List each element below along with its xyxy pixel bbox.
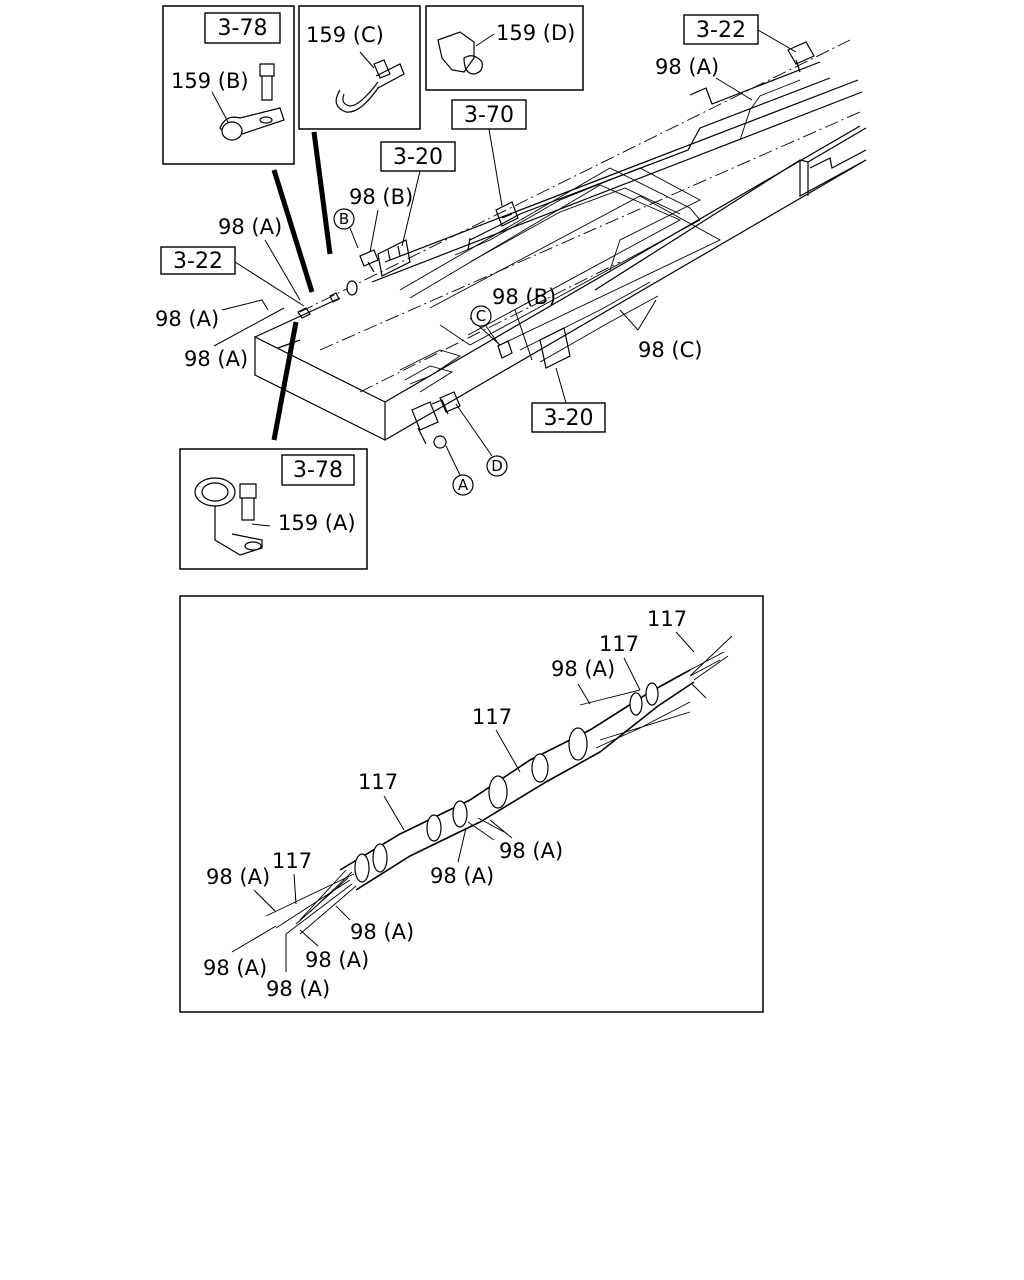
frame-hardware: [297, 41, 815, 449]
part-label: 98 (A): [206, 865, 270, 889]
part-label: 117: [647, 607, 687, 631]
part-label: 98 (B): [492, 285, 556, 309]
ref-box-3-78-b[interactable]: [204, 12, 281, 44]
marker-a[interactable]: [452, 474, 474, 496]
ref-label: 3-20: [393, 145, 443, 170]
part-label: 159 (D): [496, 21, 575, 45]
part-label: 98 (A): [499, 839, 563, 863]
part-label: 98 (A): [218, 215, 282, 239]
ref-label: 3-78: [218, 16, 268, 41]
part-label: 159 (A): [278, 511, 356, 535]
marker-b[interactable]: [333, 208, 355, 230]
ref-box-3-70[interactable]: [451, 99, 527, 130]
marker-d[interactable]: [486, 455, 508, 477]
chassis-frame: [254, 39, 867, 441]
marker-c[interactable]: [470, 305, 492, 327]
ref-label: 3-22: [173, 249, 223, 274]
ref-box-3-22-left[interactable]: [160, 246, 236, 275]
ref-boxes: 3-22 3-70 3-20 3-22 3-20: [160, 14, 797, 433]
marker-label: A: [458, 476, 469, 494]
part-label: 98 (A): [155, 307, 219, 331]
ref-label: 3-20: [544, 406, 594, 431]
ref-box-3-22-right[interactable]: [683, 14, 759, 45]
part-label: 98 (A): [551, 657, 615, 681]
detail-box-159c: 159 (C): [298, 5, 421, 130]
ref-box-3-20-top[interactable]: [380, 141, 456, 172]
part-label: 98 (B): [349, 185, 413, 209]
part-label: 98 (C): [638, 338, 702, 362]
part-label: 98 (A): [430, 864, 494, 888]
marker-label: C: [476, 307, 486, 325]
part-label: 117: [272, 849, 312, 873]
part-label: 117: [358, 770, 398, 794]
part-label: 98 (A): [266, 977, 330, 1001]
harness-bundle-panel: 117 117 98 (A) 117 117 98 (A) 98 (A) 117…: [179, 595, 764, 1013]
marker-label: B: [339, 210, 349, 228]
part-label: 117: [472, 705, 512, 729]
ref-label: 3-22: [696, 18, 746, 43]
part-label: 159 (B): [171, 69, 249, 93]
detail-box-159d: 159 (D): [425, 5, 584, 91]
ref-box-3-20-bottom[interactable]: [531, 402, 606, 433]
part-label: 98 (A): [203, 956, 267, 980]
part-label: 117: [599, 632, 639, 656]
part-label: 98 (A): [305, 948, 369, 972]
detail-box-159b: 3-78 159 (B): [162, 5, 295, 165]
ref-label: 3-70: [464, 103, 514, 128]
part-label: 159 (C): [306, 23, 384, 47]
ref-label: 3-78: [293, 458, 343, 483]
part-label: 98 (A): [184, 347, 248, 371]
detail-leader-bands: [271, 131, 333, 441]
detail-box-159a: 3-78 159 (A): [179, 448, 368, 570]
part-label: 98 (A): [655, 55, 719, 79]
marker-label: D: [491, 457, 503, 475]
ref-box-3-78-a[interactable]: [281, 454, 355, 486]
circle-markers: B C A D: [333, 208, 508, 496]
part-label: 98 (A): [350, 920, 414, 944]
part-labels: 98 (A) 98 (B) 98 (A) 98 (A) 98 (A) 98 (B…: [155, 55, 753, 371]
